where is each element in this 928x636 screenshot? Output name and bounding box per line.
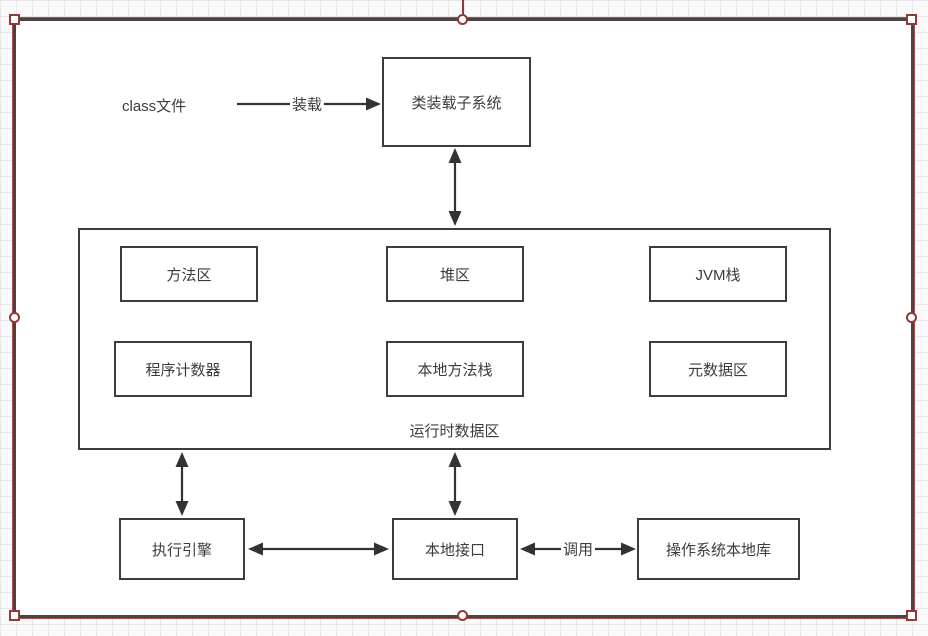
selection-handle-s[interactable] [457,610,468,621]
node-execution-engine-label: 执行引擎 [151,541,212,559]
node-jvm-stack-label: JVM栈 [695,266,741,284]
node-native-interface[interactable]: 本地接口 [392,518,518,580]
node-execution-engine[interactable]: 执行引擎 [119,518,245,580]
node-runtime-data-area-label: 运行时数据区 [409,423,500,440]
edge-engine-interface-arrow[interactable] [248,542,389,556]
rotation-handle-stem [462,0,464,16]
node-metadata-area-label: 元数据区 [687,361,748,379]
node-os-native-library-label: 操作系统本地库 [665,541,771,559]
edge-loader-runtime-arrow[interactable] [448,148,462,226]
node-class-loader-subsystem-label: 类装载子系统 [411,94,502,112]
edge-runtime-interface-arrow[interactable] [448,452,462,516]
node-native-method-stack[interactable]: 本地方法栈 [386,341,524,397]
node-program-counter[interactable]: 程序计数器 [114,341,252,397]
edge-label-call[interactable]: 调用 [560,538,596,560]
selection-handle-sw[interactable] [9,610,20,621]
selection-handle-ne[interactable] [906,14,917,25]
node-os-native-library[interactable]: 操作系统本地库 [637,518,800,580]
node-method-area-label: 方法区 [166,266,212,284]
selection-handle-nw[interactable] [9,14,20,25]
node-class-loader-subsystem[interactable]: 类装载子系统 [382,57,531,147]
selection-handle-n[interactable] [457,14,468,25]
node-metadata-area[interactable]: 元数据区 [649,341,787,397]
node-native-method-stack-label: 本地方法栈 [417,361,493,379]
label-class-file[interactable]: class文件 [122,98,187,115]
edge-runtime-engine-arrow[interactable] [175,452,189,516]
edge-label-load[interactable]: 装载 [289,93,325,115]
node-program-counter-label: 程序计数器 [145,361,221,379]
node-heap-area[interactable]: 堆区 [386,246,524,302]
node-native-interface-label: 本地接口 [424,541,485,559]
selection-handle-w[interactable] [9,312,20,323]
node-heap-area-label: 堆区 [439,266,470,284]
selection-handle-e[interactable] [906,312,917,323]
node-jvm-stack[interactable]: JVM栈 [649,246,787,302]
node-method-area[interactable]: 方法区 [120,246,258,302]
selection-handle-se[interactable] [906,610,917,621]
